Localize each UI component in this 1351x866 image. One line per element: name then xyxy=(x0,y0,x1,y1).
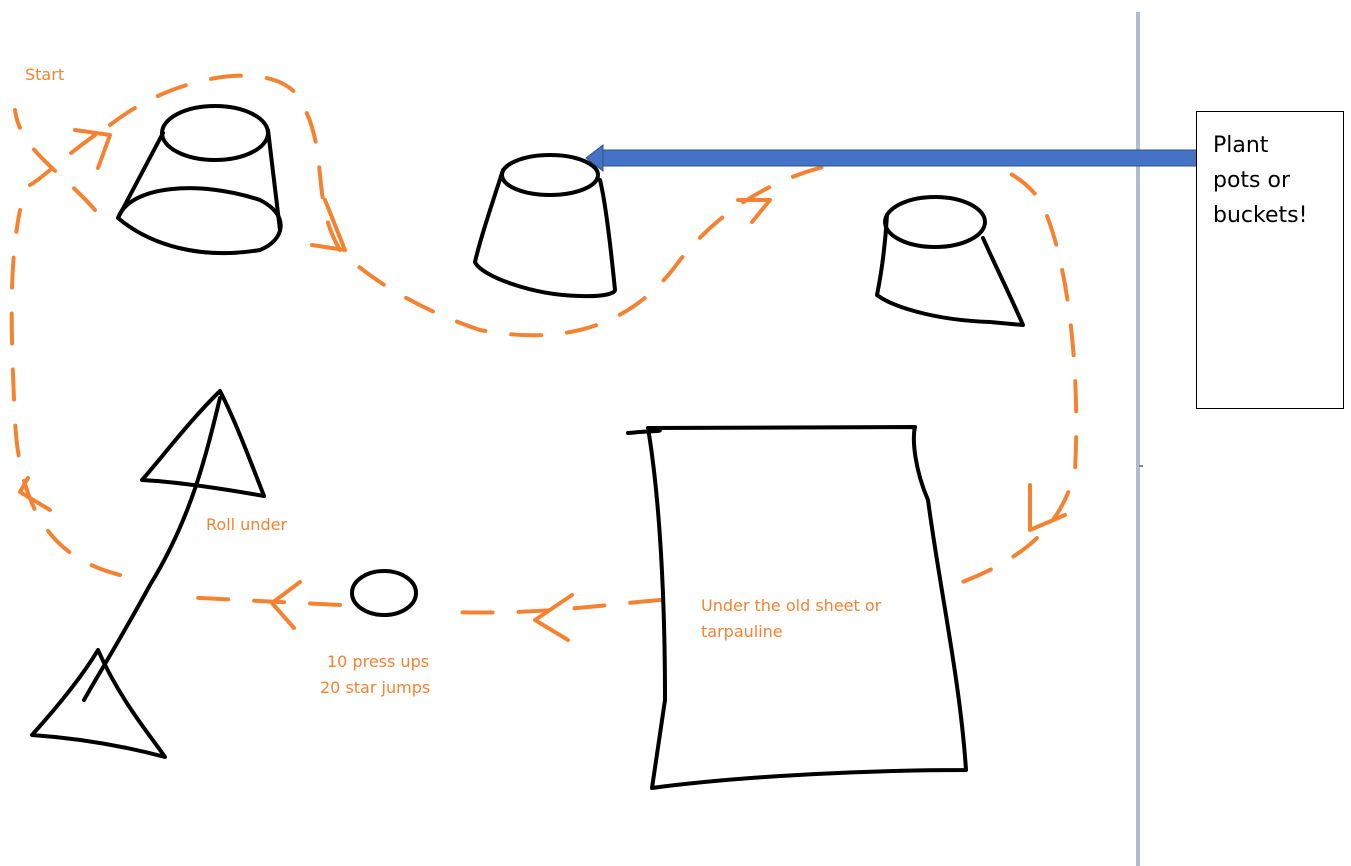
cone-top xyxy=(142,391,264,496)
label-roll-under: Roll under xyxy=(206,515,287,534)
bucket-2 xyxy=(475,155,615,296)
label-press-ups: 10 press ups xyxy=(327,652,429,671)
arrow-head-sheet xyxy=(535,595,572,640)
label-sheet-line2: tarpauline xyxy=(701,622,783,641)
callout-line3: buckets! xyxy=(1213,198,1333,233)
callout-line2: pots or xyxy=(1213,163,1333,198)
bucket-3 xyxy=(877,197,1023,325)
cone-bottom xyxy=(32,650,165,757)
label-sheet-line1: Under the old sheet or xyxy=(701,596,882,615)
rope-line xyxy=(84,398,220,700)
circle-marker xyxy=(352,571,416,615)
pointer-arrow xyxy=(586,145,1200,171)
bucket-1 xyxy=(118,106,281,253)
arrow-head-circle xyxy=(272,582,300,628)
callout-box: Plant pots or buckets! xyxy=(1196,111,1344,409)
label-start: Start xyxy=(25,65,64,84)
label-star-jumps: 20 star jumps xyxy=(320,678,430,697)
callout-line1: Plant xyxy=(1213,128,1333,163)
